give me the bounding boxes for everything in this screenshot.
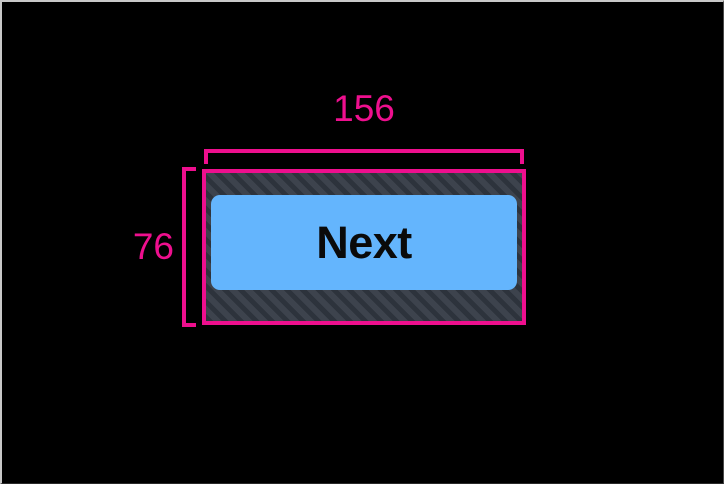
width-dimension-bracket bbox=[204, 149, 524, 164]
next-button-label: Next bbox=[316, 217, 412, 268]
height-dimension-bracket bbox=[182, 167, 196, 327]
height-dimension-label: 76 bbox=[132, 226, 174, 267]
element-measurement-outline: Next bbox=[202, 169, 526, 325]
next-button[interactable]: Next bbox=[211, 195, 517, 290]
padding-hatch-region: Next bbox=[206, 173, 522, 321]
width-dimension-label: 156 bbox=[333, 88, 395, 129]
